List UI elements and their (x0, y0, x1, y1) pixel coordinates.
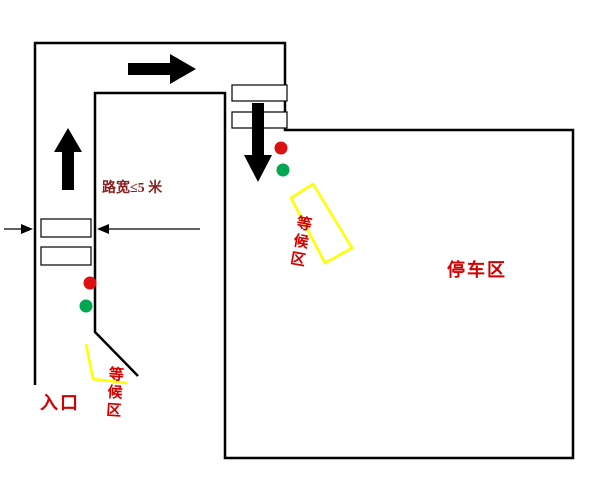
waiting-zone-marking-entry (84, 343, 128, 385)
dimension-arrowhead-right-pointing (21, 224, 33, 234)
road-width-label: 路宽≤5 米 (102, 181, 163, 196)
waiting-zone-marking-inner (289, 182, 354, 265)
road-outline (33, 41, 575, 460)
waiting-area-label-entry: 等候区 (103, 365, 124, 421)
traffic-light-red-inner (274, 141, 288, 155)
arrow-down-icon (244, 103, 272, 182)
gate-marker-entry-1 (40, 218, 92, 238)
gate-marker-inner-1 (231, 84, 288, 102)
arrow-right-icon (128, 54, 196, 84)
traffic-light-green-entry (79, 299, 93, 313)
traffic-light-green-inner (276, 163, 290, 177)
gate-marker-entry-2 (40, 246, 92, 266)
traffic-light-red-entry (83, 276, 97, 290)
dimension-arrowhead-left-pointing (97, 224, 109, 234)
entrance-label: 入口 (40, 393, 80, 413)
parking-area-label: 停车区 (447, 260, 507, 280)
arrow-up-icon (54, 128, 82, 190)
